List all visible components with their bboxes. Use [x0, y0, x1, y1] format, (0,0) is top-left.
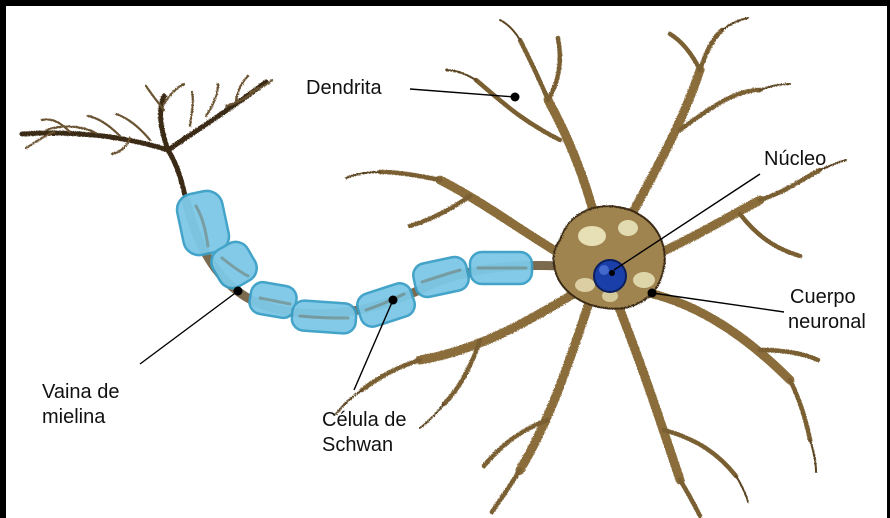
label-myelin-line1: Vaina de	[42, 380, 119, 404]
label-cell-body-line2: neuronal	[788, 310, 866, 334]
label-myelin-line2: mielina	[42, 405, 105, 429]
label-schwann-line1: Célula de	[322, 408, 407, 432]
axon-terminal	[22, 76, 272, 200]
myelin-leader	[140, 291, 238, 364]
label-dendrite: Dendrita	[306, 76, 382, 100]
myelin-segment	[354, 280, 418, 330]
label-nucleus: Núcleo	[764, 147, 826, 171]
label-schwann-line2: Schwan	[322, 433, 393, 457]
dendrite-leader	[410, 89, 515, 97]
label-cell-body-line1: Cuerpo	[790, 285, 856, 309]
